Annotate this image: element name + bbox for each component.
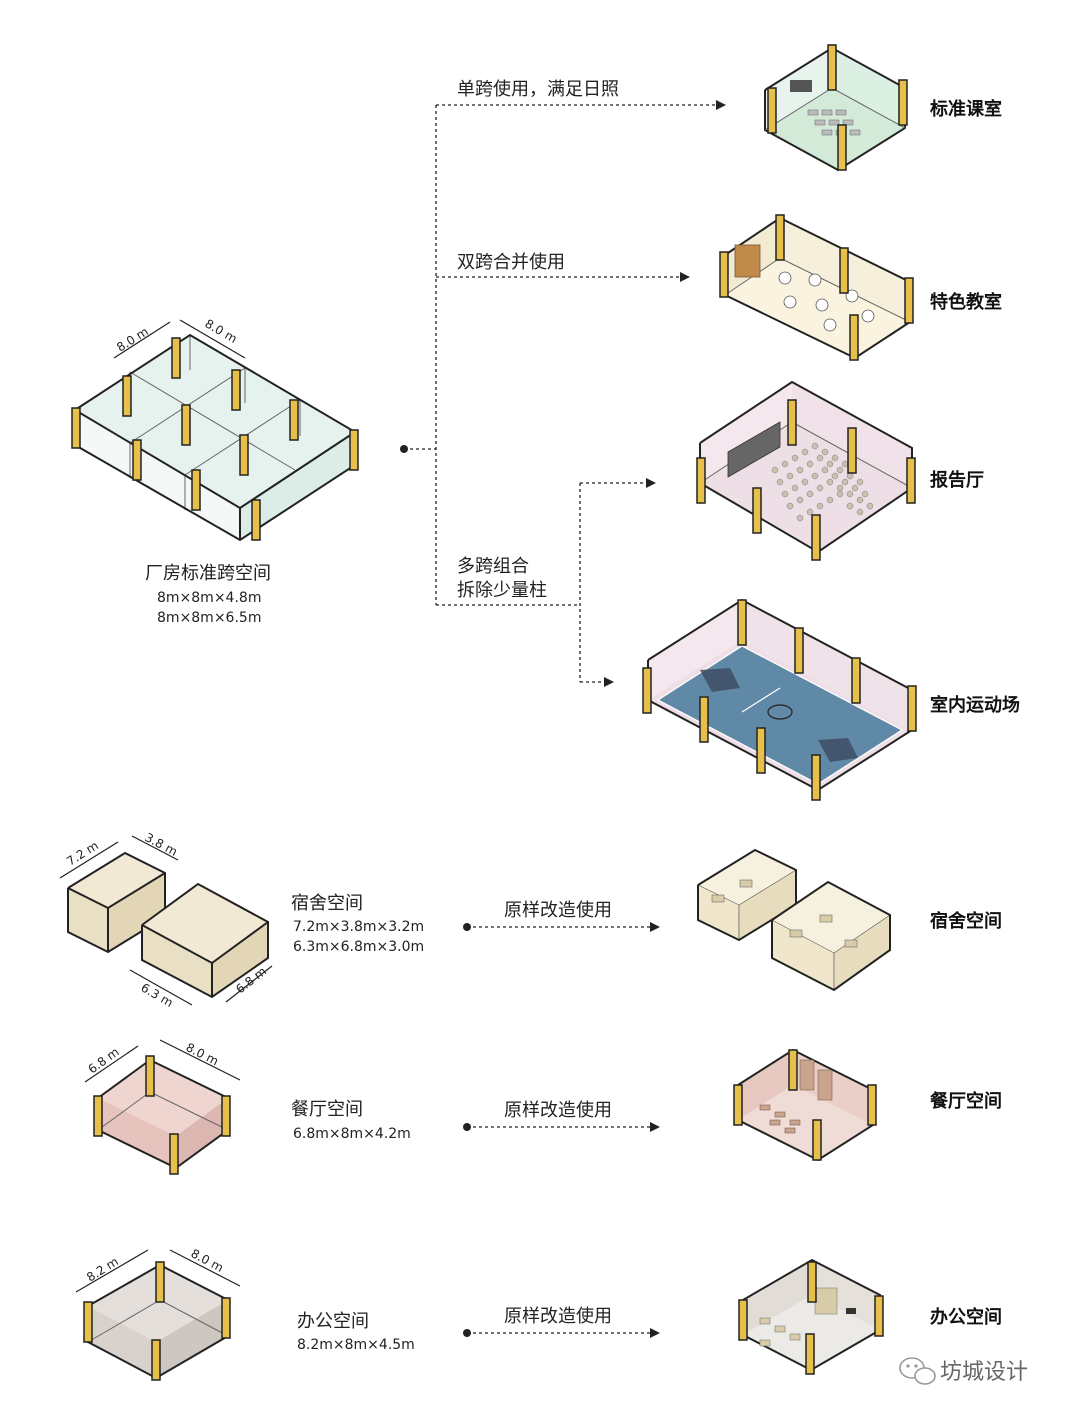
dorm-dim-1: 7.2m×3.8m×3.2m (293, 919, 424, 935)
factory-grid-model: 8.0 m 8.0 m (71, 316, 359, 542)
office-dim-a: 8.2 m (84, 1254, 121, 1284)
factory-dim-1: 8m×8m×4.8m (157, 590, 261, 606)
branch-double-span: 双跨合并使用 (457, 252, 565, 273)
office-dim-1: 8.2m×8m×4.5m (297, 1337, 415, 1353)
lecture-hall-model (696, 380, 916, 561)
dorm-dim-2: 6.3m×6.8m×3.0m (293, 939, 424, 955)
factory-dim-2: 8m×8m×6.5m (157, 610, 261, 626)
factory-columns (71, 337, 359, 541)
wechat-icon (899, 1357, 936, 1385)
branch-single-span: 单跨使用，满足日照 (457, 79, 619, 100)
office-action: 原样改造使用 (504, 1306, 612, 1327)
office-source-model (75, 1249, 241, 1381)
canteen-action: 原样改造使用 (504, 1100, 612, 1121)
standard-classroom-model (764, 44, 908, 172)
span-b-label: 8.0 m (203, 316, 240, 345)
office-dim-b: 8.0 m (189, 1246, 226, 1275)
dorm-source-model (59, 835, 273, 1006)
office-result: 办公空间 (930, 1306, 1002, 1328)
dorm-dim-b: 3.8 m (143, 830, 180, 859)
office-result-model (738, 1258, 884, 1375)
canteen-dim-1: 6.8m×8m×4.2m (293, 1126, 411, 1142)
branch-connectors (400, 100, 726, 687)
dorm-result: 宿舍空间 (930, 910, 1002, 932)
canteen-result-model (733, 1048, 877, 1162)
branch-multi-span-1: 多跨组合 (457, 556, 529, 577)
result-lecture-hall: 报告厅 (930, 469, 984, 491)
result-feature-classroom: 特色教室 (930, 291, 1002, 313)
branch-multi-span-2: 拆除少量柱 (457, 580, 547, 601)
dorm-title: 宿舍空间 (291, 893, 363, 914)
factory-title: 厂房标准跨空间 (145, 563, 271, 584)
dorm-action: 原样改造使用 (504, 900, 612, 921)
watermark-text: 坊城设计 (940, 1360, 1028, 1385)
canteen-dim-b: 8.0 m (184, 1040, 221, 1068)
canteen-title: 餐厅空间 (291, 1099, 363, 1120)
office-title: 办公空间 (297, 1311, 369, 1332)
canteen-source-model (84, 1039, 241, 1175)
span-a-label: 8.0 m (114, 324, 151, 354)
dorm-result-model (697, 848, 891, 992)
result-indoor-gym: 室内运动场 (930, 694, 1020, 716)
feature-classroom-model (719, 214, 914, 361)
wechat-watermark: 坊城设计 (899, 1357, 1028, 1385)
result-standard-classroom: 标准课室 (929, 98, 1002, 120)
canteen-result: 餐厅空间 (929, 1090, 1002, 1112)
indoor-gym-model (642, 598, 917, 801)
